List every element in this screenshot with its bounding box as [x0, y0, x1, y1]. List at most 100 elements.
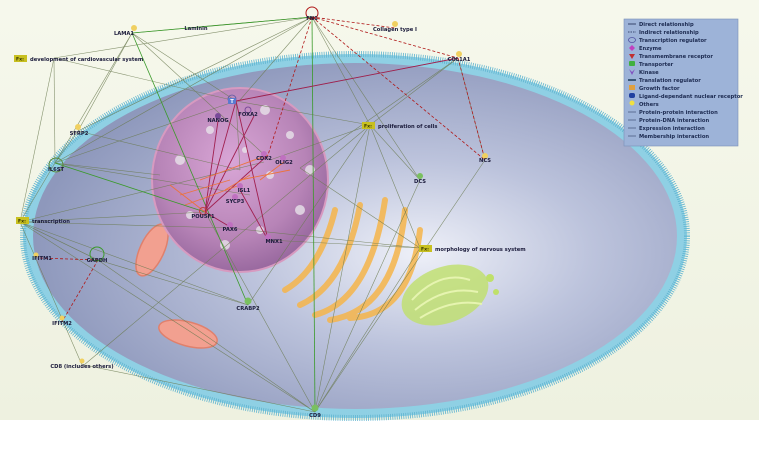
growth-factor-icon [629, 85, 635, 90]
legend-label-membership: Membership interaction [639, 134, 709, 140]
node-label-foxa2[interactable]: FOXA2 [238, 112, 258, 118]
legend-label-transmembrane-receptor: Transmembrane receptor [639, 54, 713, 60]
transporter-icon [629, 61, 635, 66]
ncs-node-icon [482, 153, 488, 159]
endoplasmic-reticulum [401, 264, 499, 326]
il6st-node-icon [48, 157, 64, 173]
function-nodes: Fx: development of cardiovascular system… [14, 55, 526, 253]
node-labels: FN1 LAMA1 Laminin Collagen type I COL1A1… [32, 16, 491, 419]
node-label-dcs[interactable]: DCS [414, 179, 426, 185]
nuclear-receptor-icon [629, 93, 635, 98]
enzyme-icon [629, 45, 635, 51]
legend-icons [628, 23, 636, 137]
node-label-sycp3[interactable]: SYCP3 [226, 199, 245, 205]
fx-badge-prolif: Fx: [364, 124, 372, 130]
node-label-col1a1[interactable]: COL1A1 [448, 57, 471, 63]
fx-badge-cardio: Fx: [16, 57, 24, 63]
ifitm1-node-icon [33, 252, 39, 258]
node-label-lama1[interactable]: LAMA1 [114, 31, 134, 37]
legend-label-others: Others [639, 102, 659, 108]
cd9-node-icon [311, 404, 319, 412]
pax6-node-icon [227, 222, 233, 228]
fx-label-prolif: proliferation of cells [378, 124, 437, 130]
fx-node-cardio[interactable]: Fx: development of cardiovascular system [14, 55, 143, 63]
mnx1-node-icon [265, 234, 271, 240]
others-icon [629, 100, 635, 106]
edges-direct [19, 16, 486, 413]
node-label-cd9[interactable]: CD9 [309, 413, 321, 419]
collagen-node-icon [392, 21, 398, 27]
legend-label-expression: Expression interaction [639, 126, 705, 132]
fx-node-transcr[interactable]: Fx: transcription [16, 217, 70, 225]
olig2-node-icon [280, 155, 286, 161]
fx-label-morph: morphology of nervous system [435, 247, 526, 253]
transmembrane-receptor-icon [629, 54, 635, 59]
legend-label-ppi: Protein-protein interaction [639, 110, 718, 116]
fx-label-cardio: development of cardiovascular system [30, 57, 143, 63]
legend-labels: Direct relationship Indirect relationshi… [639, 22, 743, 140]
ifitm2-node-icon [59, 315, 65, 321]
edges-indirect [39, 16, 486, 323]
node-label-pax6[interactable]: PAX6 [223, 227, 238, 233]
sfrp2-node-icon [75, 124, 81, 130]
fx-badge-transcr: Fx: [18, 219, 26, 225]
node-label-nanog[interactable]: NANOG [207, 118, 228, 124]
isl1-node-icon [237, 183, 243, 189]
node-label-laminin[interactable]: Laminin [184, 26, 207, 32]
dcs-node-icon [417, 173, 423, 179]
node-label-olig2[interactable]: OLIG2 [275, 160, 293, 166]
node-label-sfrp2[interactable]: SFRP2 [70, 131, 89, 137]
col1a1-node-icon [456, 51, 462, 57]
crabp2-node-icon [244, 297, 252, 305]
node-shapes [33, 6, 488, 412]
t-node-icon [227, 94, 237, 104]
node-label-ncs[interactable]: NCS [479, 158, 491, 164]
sycp3-node-icon [232, 194, 238, 200]
legend-label-nuclear-receptor: Ligand-dependant nuclear receptor [639, 94, 743, 100]
legend-label-pdi: Protein-DNA interaction [639, 118, 709, 124]
node-label-fn1[interactable]: FN1 [306, 16, 318, 22]
legend-label-direct: Direct relationship [639, 22, 694, 28]
legend: Direct relationship Indirect relationshi… [623, 18, 743, 147]
kinase-icon [629, 69, 635, 75]
gapdh-node-icon [89, 246, 105, 262]
legend-label-translation-regulator: Translation regulator [639, 78, 701, 84]
legend-label-transporter: Transporter [639, 62, 674, 68]
node-label-pou5f1[interactable]: POU5F1 [191, 214, 215, 220]
node-label-collagen[interactable]: Collagen type I [373, 27, 417, 33]
node-label-mnx1[interactable]: MNX1 [265, 239, 283, 245]
cell-membrane-ticks [20, 51, 690, 421]
fn1-node-icon [305, 6, 319, 20]
node-label-cdx2[interactable]: CDX2 [256, 156, 272, 162]
cd8-node-icon [79, 358, 85, 364]
legend-label-kinase: Kinase [639, 70, 659, 76]
lama1-node-icon [131, 25, 137, 31]
edges-orange [169, 154, 291, 213]
edges-green [54, 16, 316, 413]
node-label-isl1[interactable]: ISL1 [238, 188, 251, 194]
transcription-regulator-icon [628, 37, 636, 43]
nanog-node-icon [215, 113, 221, 119]
node-label-ifitm1[interactable]: IFITM1 [32, 256, 52, 262]
fx-badge-morph: Fx: [421, 247, 429, 253]
legend-label-transcription-regulator: Transcription regulator [639, 38, 707, 44]
mitochondrion-bottom [158, 319, 218, 349]
node-label-gapdh[interactable]: GAPDH [87, 258, 108, 264]
pou5f1-node-icon [199, 207, 207, 215]
legend-label-enzyme: Enzyme [639, 46, 662, 52]
legend-label-growth-factor: Growth factor [639, 86, 680, 92]
fx-label-transcr: transcription [32, 219, 70, 225]
fx-node-prolif[interactable]: Fx: proliferation of cells [362, 122, 437, 130]
cdx2-node-icon [261, 151, 267, 157]
fx-node-morph[interactable]: Fx: morphology of nervous system [419, 245, 526, 253]
foxa2-node-icon [244, 106, 252, 114]
node-label-cd8[interactable]: CD8 (includes others) [50, 364, 113, 370]
node-label-il6st[interactable]: IL6ST [48, 167, 65, 173]
legend-box [623, 18, 739, 147]
legend-label-indirect: Indirect relationship [639, 30, 699, 36]
node-label-t[interactable]: T [230, 99, 234, 105]
node-label-ifitm2[interactable]: IFITM2 [52, 321, 72, 327]
node-label-crabp2[interactable]: CRABP2 [236, 306, 260, 312]
